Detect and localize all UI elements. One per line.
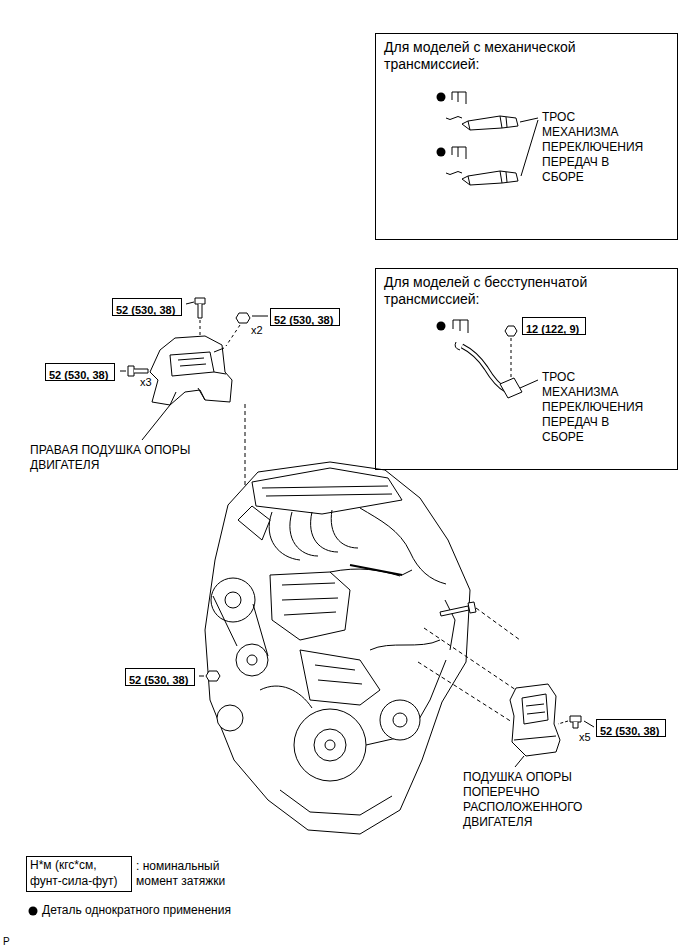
torque-spec-box: 52 (530, 38) [45,363,115,381]
torque-value: 12 (122, 9) [526,323,579,337]
torque-spec-box: 52 (530, 38) [270,308,340,326]
torque-spec-box: 52 (530, 38) [596,719,666,737]
instruction-panel: Для моделей с механической трансмиссией: [375,33,678,240]
torque-value: 52 (530, 38) [49,369,108,383]
part-label: ПРАВАЯ ПОДУШКА ОПОРЫ ДВИГАТЕЛЯ [30,443,208,473]
quantity-label: x3 [140,376,152,390]
torque-value: Н*м (кгс*см, фунт-сила-фут) [30,858,128,889]
panel-heading: Для моделей с механической трансмиссией: [384,39,624,73]
part-label: ТРОС МЕХАНИЗМА ПЕРЕКЛЮЧЕНИЯ ПЕРЕДАЧ В СБ… [542,110,642,185]
torque-value: 52 (530, 38) [129,674,188,688]
page-code: P [3,936,10,949]
torque-spec-box: 52 (530, 38) [112,298,182,316]
part-label: ТРОС МЕХАНИЗМА ПЕРЕКЛЮЧЕНИЯ ПЕРЕДАЧ В СБ… [542,370,642,445]
quantity-label: x5 [579,731,591,745]
torque-value: 52 (530, 38) [274,314,333,328]
torque-spec-box: 52 (530, 38) [125,668,195,686]
legend-note: : номинальный момент затяжки [136,859,240,889]
torque-value: 52 (530, 38) [600,725,659,739]
panel-heading: Для моделей с бесступенчатой трансмиссие… [384,274,624,308]
quantity-label: x2 [251,324,263,338]
instruction-panel: Для моделей с бесступенчатой трансмиссие… [375,268,678,470]
unit-legend-box: Н*м (кгс*см, фунт-сила-фут) [26,856,132,892]
torque-value: 52 (530, 38) [116,304,175,318]
part-label: ПОДУШКА ОПОРЫ ПОПЕРЕЧНО РАСПОЛОЖЕННОГО Д… [463,770,593,830]
torque-spec-box: 12 (122, 9) [522,317,586,335]
legend-text: Деталь однократного применения [42,903,231,918]
